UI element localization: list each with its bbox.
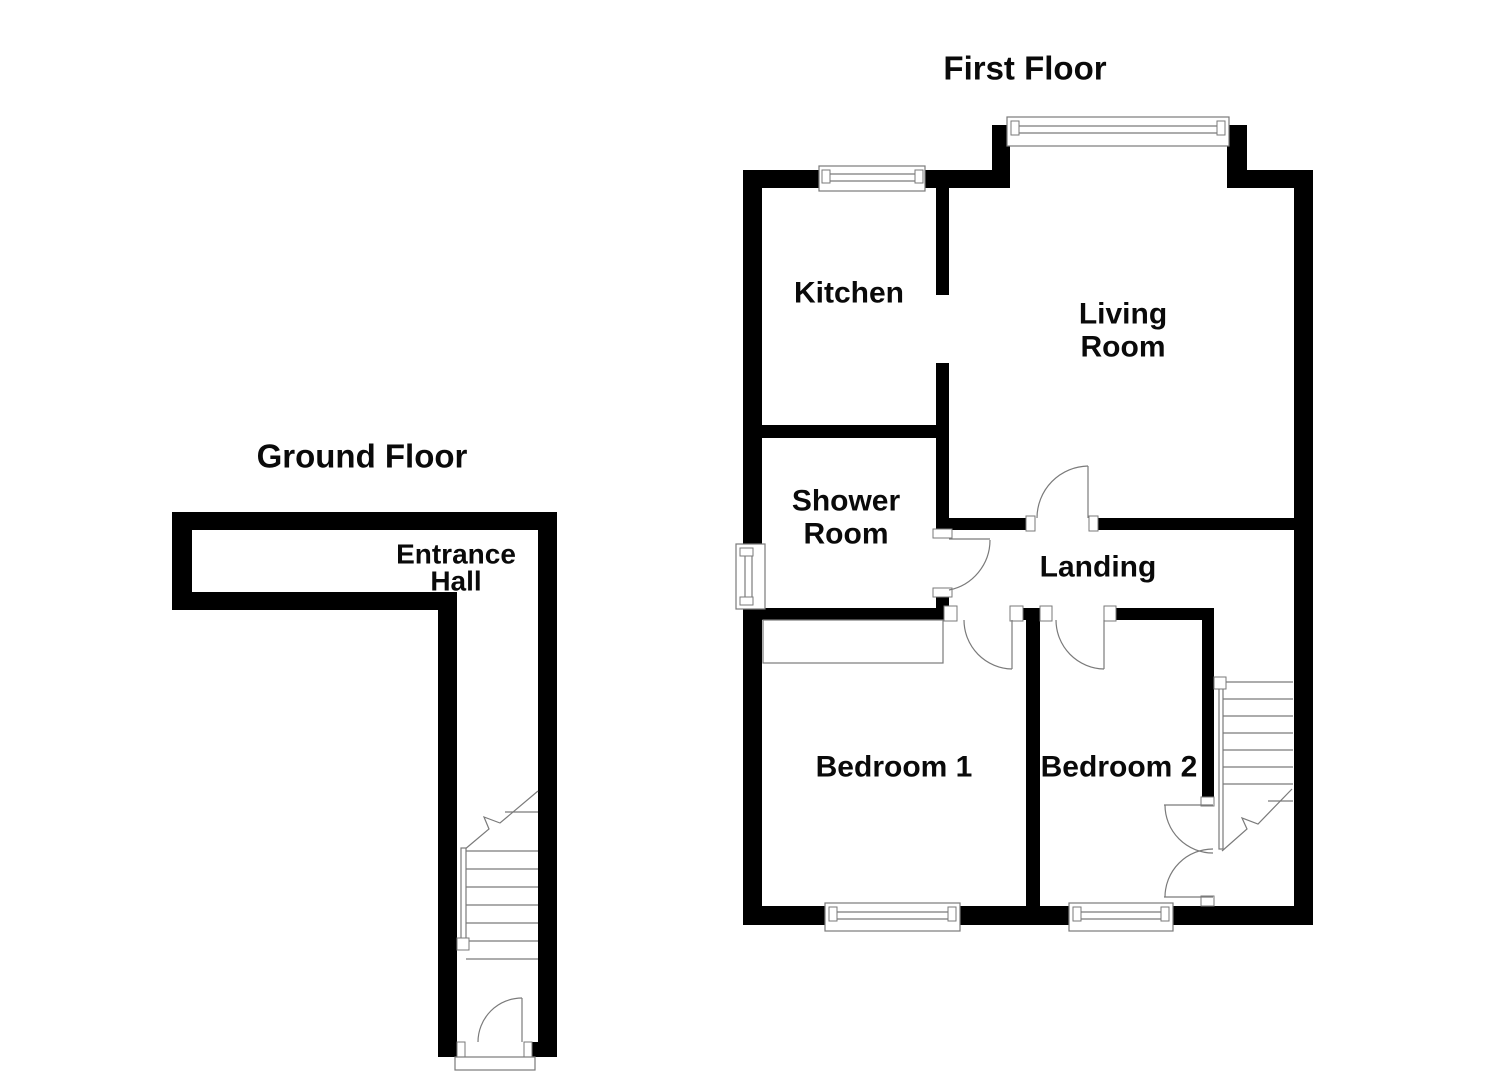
floor-title-first: First Floor xyxy=(943,50,1106,87)
doorframe-cupboard-bottom xyxy=(1200,895,1215,907)
door-arc xyxy=(1164,804,1214,854)
wall-left-lower xyxy=(743,607,762,925)
doorframe-entry-left xyxy=(456,1041,466,1058)
stair-handrail xyxy=(460,847,467,940)
wall-entry-bottom-right xyxy=(530,1042,557,1057)
room-label-entrance-line1: Entrance xyxy=(396,539,516,570)
window-outline xyxy=(818,165,926,192)
door-arc xyxy=(477,997,523,1043)
doorframe-bedroom1-left xyxy=(943,605,958,622)
wall-bedrooms-top-3 xyxy=(1116,608,1213,620)
bedroom1-wardrobe xyxy=(762,619,944,664)
wall-top-kitchen-right xyxy=(923,170,1010,188)
stair-newel-post xyxy=(1213,676,1227,690)
room-label-shower-line1: Shower xyxy=(792,485,901,518)
bedroom2-window xyxy=(1068,902,1174,932)
wall-living-bottom-left xyxy=(949,518,1027,530)
wall-top-kitchen-left xyxy=(743,170,822,188)
entrance-doorway xyxy=(454,997,536,1071)
wall-bay-right xyxy=(1227,125,1247,188)
entry-threshold-step xyxy=(454,1056,536,1071)
stair-handrail xyxy=(1218,687,1224,850)
window-post xyxy=(828,906,838,922)
doorframe-bedroom1-right xyxy=(1009,605,1024,622)
window-post xyxy=(821,169,831,184)
window-outline xyxy=(1006,116,1230,147)
doorframe-shower-bottom xyxy=(932,587,953,598)
wall-hall-bottom xyxy=(172,592,457,610)
wall-bedroom2-right xyxy=(1202,608,1214,797)
wall-corridor-left xyxy=(438,610,457,1042)
door-arc xyxy=(948,539,991,591)
living-room-bay-window xyxy=(1006,116,1230,147)
first-floor-staircase xyxy=(1213,676,1293,852)
doorframe-living-right xyxy=(1088,515,1099,532)
ground-floor-staircase xyxy=(456,790,539,960)
window-outline xyxy=(1068,902,1174,932)
window-post xyxy=(1072,906,1082,922)
doorframe-cupboard-top xyxy=(1200,796,1215,807)
room-label-kitchen: Kitchen xyxy=(794,277,904,310)
wall-kitchen-living-lower xyxy=(936,363,949,530)
room-label-bedroom2: Bedroom 2 xyxy=(1041,751,1198,784)
doorframe-living-left xyxy=(1025,515,1036,532)
shower-room-window xyxy=(735,543,766,610)
wall-left-upper xyxy=(743,170,762,547)
wall-bottom-1 xyxy=(743,906,828,925)
doorframe-bedroom2-left xyxy=(1039,605,1053,622)
wall-living-bottom-right xyxy=(1098,518,1294,530)
wall-bedrooms-top-2 xyxy=(1023,608,1040,620)
stair-break-line xyxy=(463,790,539,851)
window-post xyxy=(947,906,957,922)
first-floor-door-frames xyxy=(932,515,1215,907)
room-label-landing: Landing xyxy=(1040,551,1157,584)
window-post xyxy=(1010,120,1020,136)
wall-bay-left xyxy=(992,125,1010,188)
ground-floor-plan: Ground Floor Entrance Hall xyxy=(172,438,557,1071)
wall-hall-top xyxy=(172,512,557,530)
wall-bottom-3 xyxy=(1170,906,1313,925)
room-label-living-line2: Room xyxy=(1081,331,1166,364)
door-arc xyxy=(1036,465,1089,519)
window-post xyxy=(1160,906,1170,922)
wall-kitchen-living-upper xyxy=(936,188,949,295)
bedroom1-door xyxy=(963,619,1013,670)
bedroom1-window xyxy=(824,902,961,932)
kitchen-window xyxy=(818,165,926,192)
wall-entry-bottom-left xyxy=(438,1042,460,1057)
doorframe-shower-top xyxy=(932,528,953,539)
wall-corridor-right xyxy=(538,530,557,1057)
living-room-door xyxy=(1036,465,1089,519)
room-label-shower-line2: Room xyxy=(804,518,889,551)
wall-right xyxy=(1294,170,1313,925)
ground-floor-walls xyxy=(172,512,557,1057)
stair-break-line xyxy=(1221,788,1293,852)
window-post xyxy=(739,547,754,557)
door-arc xyxy=(1164,848,1214,898)
window-post xyxy=(739,596,754,606)
wall-bedroom-divider xyxy=(1026,620,1040,906)
wall-bedrooms-top-1 xyxy=(762,608,945,620)
door-arc xyxy=(1055,619,1105,670)
window-post xyxy=(914,169,924,184)
doorframe-entry-right xyxy=(523,1041,533,1058)
first-floor-walls xyxy=(743,125,1313,925)
shower-room-door xyxy=(948,538,991,591)
door-arc xyxy=(963,619,1013,670)
bedroom2-door xyxy=(1055,619,1105,670)
room-label-living-line1: Living xyxy=(1079,298,1167,331)
wall-kitchen-shower xyxy=(762,425,936,438)
doorframe-bedroom2-right xyxy=(1103,605,1117,622)
floor-title-ground: Ground Floor xyxy=(257,438,468,475)
room-label-entrance-line2: Hall xyxy=(430,566,481,597)
wall-bottom-2 xyxy=(958,906,1072,925)
window-outline xyxy=(824,902,961,932)
cupboard-doors xyxy=(1164,804,1214,898)
wall-hall-left xyxy=(172,512,192,610)
stair-newel-post xyxy=(456,937,470,951)
first-floor-plan: First Floor Kitchen Living Room Shower R… xyxy=(735,50,1313,932)
window-post xyxy=(1216,120,1226,136)
room-label-bedroom1: Bedroom 1 xyxy=(816,751,973,784)
